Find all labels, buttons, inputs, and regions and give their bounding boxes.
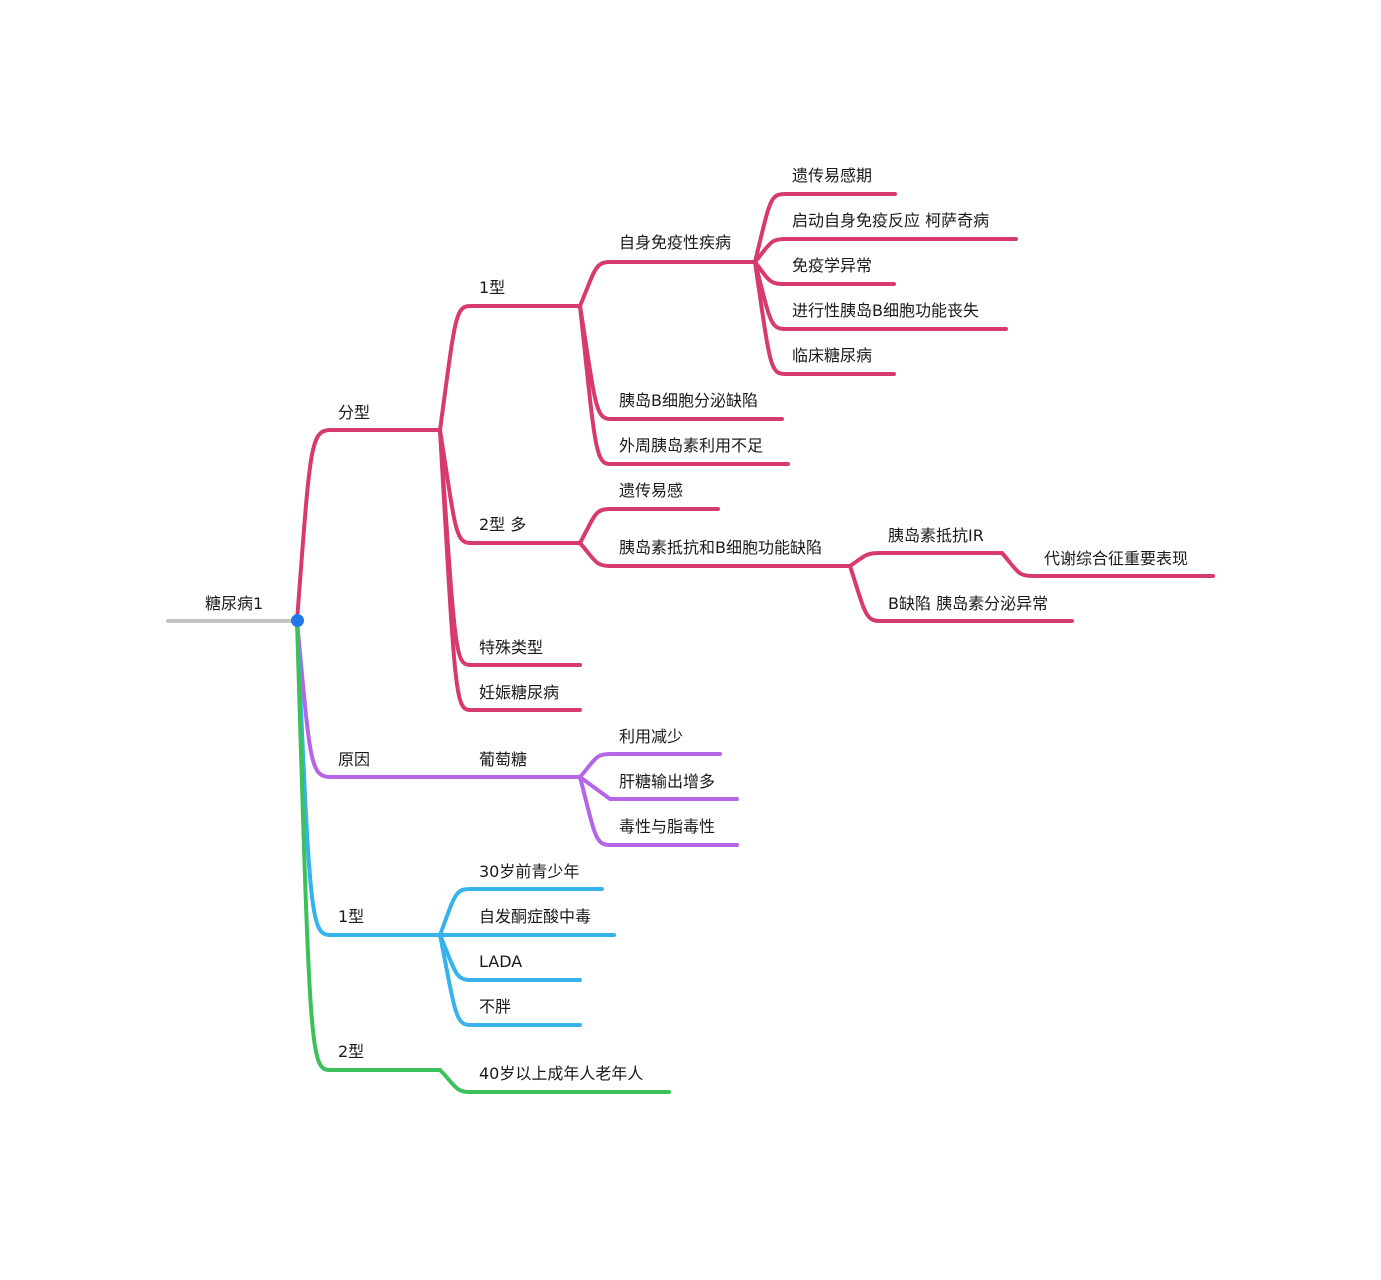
node-liver-output[interactable]: 肝糖输出增多 (619, 772, 716, 791)
node-ir[interactable]: 胰岛素抵抗IR (888, 526, 984, 545)
node-ketoacidosis[interactable]: 自发酮症酸中毒 (479, 907, 592, 926)
node-genetic-period[interactable]: 遗传易感期 (792, 166, 873, 185)
node-type1-class[interactable]: 1型 (479, 278, 506, 297)
node-age40[interactable]: 40岁以上成年人老年人 (479, 1064, 644, 1083)
node-glucose[interactable]: 葡萄糖 (479, 750, 528, 769)
node-peripheral[interactable]: 外周胰岛素利用不足 (619, 436, 764, 455)
classification-branch-edges (295, 192, 1215, 712)
node-type1[interactable]: 1型 (338, 907, 365, 926)
node-special[interactable]: 特殊类型 (479, 638, 544, 657)
type2-branch-edges (295, 619, 671, 1094)
node-progressive-loss[interactable]: 进行性胰岛B细胞功能丧失 (792, 301, 979, 320)
node-immune-abnormal[interactable]: 免疫学异常 (792, 256, 873, 275)
node-lada[interactable]: LADA (479, 952, 523, 971)
node-toxicity[interactable]: 毒性与脂毒性 (619, 817, 716, 836)
causes-branch-edges (295, 619, 739, 847)
node-age30[interactable]: 30岁前青少年 (479, 862, 580, 881)
node-ir-beta[interactable]: 胰岛素抵抗和B细胞功能缺陷 (619, 538, 822, 557)
node-use-decrease[interactable]: 利用减少 (619, 727, 684, 746)
node-metabolic[interactable]: 代谢综合征重要表现 (1044, 549, 1189, 568)
root-node-label[interactable]: 糖尿病1 (205, 594, 264, 613)
node-autoimmune[interactable]: 自身免疫性疾病 (619, 233, 732, 252)
root-node-dot[interactable] (291, 614, 304, 627)
node-genetic[interactable]: 遗传易感 (619, 481, 684, 500)
node-clinical-dm[interactable]: 临床糖尿病 (792, 346, 873, 365)
node-not-fat[interactable]: 不胖 (479, 997, 512, 1016)
node-b-defect[interactable]: B缺陷 胰岛素分泌异常 (888, 594, 1049, 613)
node-causes[interactable]: 原因 (338, 750, 371, 769)
node-gestational[interactable]: 妊娠糖尿病 (479, 683, 560, 702)
node-classification[interactable]: 分型 (338, 403, 371, 422)
node-type2[interactable]: 2型 (338, 1042, 365, 1061)
node-beta-secretion[interactable]: 胰岛B细胞分泌缺陷 (619, 391, 758, 410)
node-start-immune[interactable]: 启动自身免疫反应 柯萨奇病 (792, 211, 990, 230)
node-type2-class[interactable]: 2型 多 (479, 515, 527, 534)
